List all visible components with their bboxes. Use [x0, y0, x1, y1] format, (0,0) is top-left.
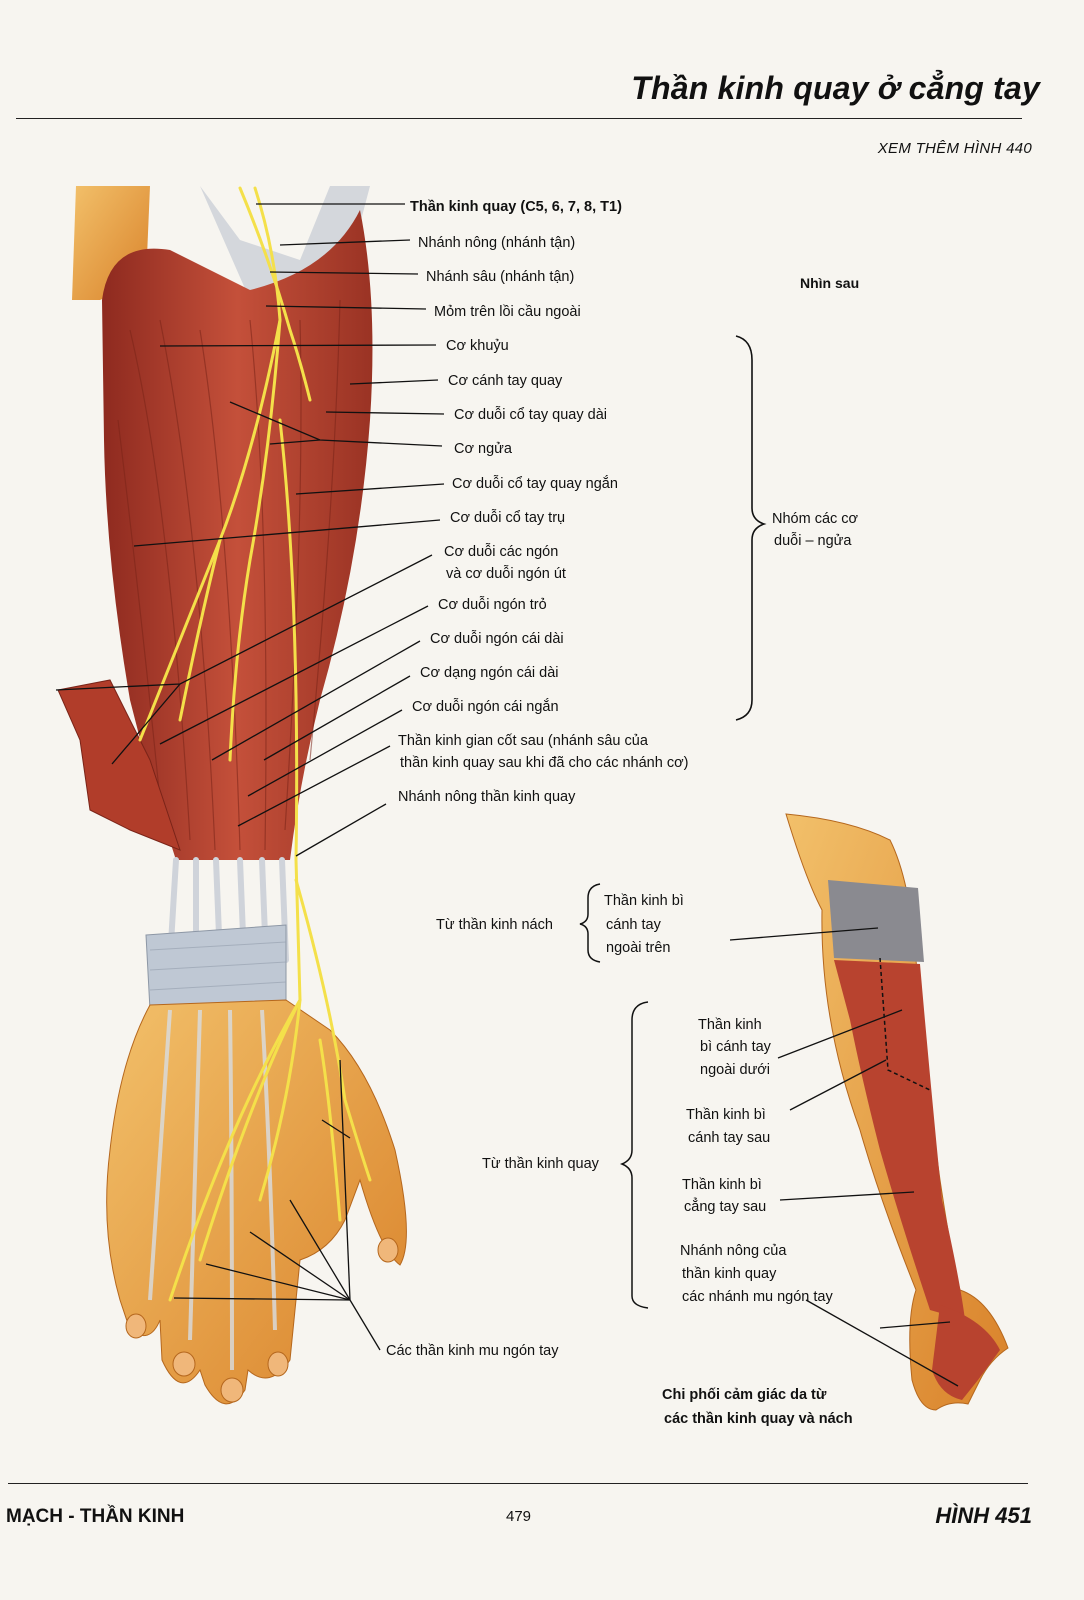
page-number: 479: [506, 1508, 532, 1525]
radial-d2: thần kinh quay: [682, 1266, 777, 1282]
label-anconeus: Cơ khuỷu: [446, 338, 509, 354]
label-superficial-radial: Nhánh nông thần kinh quay: [398, 789, 576, 805]
label-eip: Cơ duỗi ngón trỏ: [438, 597, 547, 613]
label-ecrl: Cơ duỗi cổ tay quay dài: [454, 407, 607, 423]
radial-d1: Nhánh nông của: [680, 1243, 787, 1259]
page-title: Thần kinh quay ở cẳng tay: [631, 70, 1040, 106]
label-supinator: Cơ ngửa: [454, 441, 512, 457]
leader-lines: [55, 203, 445, 1351]
label-ecu: Cơ duỗi cổ tay trụ: [450, 510, 566, 526]
radial-c2: cẳng tay sau: [684, 1199, 767, 1215]
label-epb: Cơ duỗi ngón cái ngắn: [412, 699, 559, 715]
extensor-group-brace: [735, 335, 767, 721]
label-dorsal-digital: Các thần kinh mu ngón tay: [386, 1343, 559, 1359]
group-label-line1: Nhóm các cơ: [772, 511, 859, 527]
label-apl: Cơ dạng ngón cái dài: [420, 665, 559, 681]
label-epl: Cơ duỗi ngón cái dài: [430, 631, 564, 647]
label-ecrb: Cơ duỗi cổ tay quay ngắn: [452, 476, 618, 492]
radial-a3: ngoài dưới: [700, 1062, 771, 1078]
axillary-line2: cánh tay: [606, 917, 661, 933]
see-also-reference: XEM THÊM HÌNH 440: [877, 140, 1032, 157]
forearm-illustration: [57, 186, 407, 1405]
label-radial-nerve: Thần kinh quay (C5, 6, 7, 8, T1): [410, 199, 622, 215]
caption-line2: các thần kinh quay và nách: [664, 1411, 853, 1427]
label-superficial-branch: Nhánh nông (nhánh tận): [418, 235, 576, 251]
group-label-line2: duỗi – ngửa: [774, 533, 852, 549]
label-from-axillary: Từ thần kinh nách: [436, 917, 553, 933]
cutaneous-arm-illustration: [785, 813, 1009, 1411]
radial-c1: Thần kinh bì: [682, 1177, 762, 1193]
figure-number: HÌNH 451: [935, 1503, 1032, 1528]
footer-section: MẠCH - THẦN KINH: [6, 1506, 185, 1527]
header-rule: [16, 118, 1022, 119]
label-lateral-epicondyle: Mỏm trên lồi cầu ngoài: [434, 304, 581, 320]
label-pin-line2: thần kinh quay sau khi đã cho các nhánh …: [400, 755, 689, 771]
view-label: Nhìn sau: [800, 275, 860, 291]
footer-rule: [8, 1483, 1028, 1484]
cutaneous-leader-lines: [729, 927, 959, 1387]
radial-a2: bì cánh tay: [700, 1039, 771, 1055]
axillary-line3: ngoài trên: [606, 940, 671, 956]
cutaneous-braces: [579, 883, 649, 1309]
label-deep-branch: Nhánh sâu (nhánh tận): [426, 269, 575, 285]
caption-line1: Chi phối cảm giác da từ: [662, 1387, 827, 1403]
label-from-radial: Từ thần kinh quay: [482, 1156, 599, 1172]
radial-b2: cánh tay sau: [688, 1130, 771, 1146]
radial-nerve-illustration: [138, 186, 372, 1302]
axillary-line1: Thần kinh bì: [604, 893, 684, 909]
label-brachioradialis: Cơ cánh tay quay: [448, 373, 563, 389]
radial-d3: các nhánh mu ngón tay: [682, 1289, 833, 1305]
label-ed-line2: và cơ duỗi ngón út: [446, 566, 566, 582]
label-pin-line1: Thần kinh gian cốt sau (nhánh sâu của: [398, 733, 648, 749]
radial-b1: Thần kinh bì: [686, 1107, 766, 1123]
radial-a1: Thần kinh: [698, 1017, 762, 1033]
label-ed-line1: Cơ duỗi các ngón: [444, 544, 559, 560]
